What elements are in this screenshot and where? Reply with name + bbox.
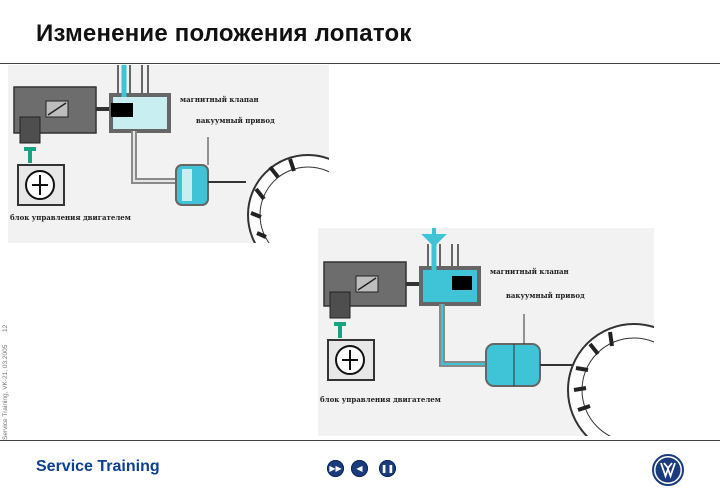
- valve-label: магнитный клапан: [490, 267, 569, 276]
- page-number: 12: [2, 324, 9, 332]
- turbine-vanes: [250, 158, 296, 239]
- footer-divider: [0, 440, 720, 441]
- footer-service-training: Service Training: [36, 458, 160, 475]
- valve-label: магнитный клапан: [180, 95, 259, 104]
- nav-prev-button[interactable]: ◀: [351, 460, 368, 477]
- actuator-label: вакуумный привод: [506, 291, 585, 300]
- signal-connector: [24, 147, 36, 163]
- ecu-label: блок управления двигателем: [320, 395, 441, 404]
- motor-connector: [329, 291, 351, 319]
- ecu-label: блок управления двигателем: [10, 213, 131, 222]
- diagram-bottom: магнитный клапан вакуумный привод блок у…: [318, 228, 654, 436]
- side-meta-text: Service Training, VK-21, 03.2005: [2, 344, 9, 440]
- page-title: Изменение положения лопаток: [36, 20, 412, 47]
- motor-connector: [19, 116, 41, 144]
- header-divider: [0, 63, 720, 64]
- vacuum-actuator: [485, 343, 541, 387]
- turbine-vanes: [573, 331, 614, 412]
- actuator-label: вакуумный привод: [196, 116, 275, 125]
- valve-plunger: [111, 103, 133, 117]
- valve-plunger: [452, 276, 472, 290]
- vw-logo-icon: [652, 454, 684, 486]
- signal-connector: [334, 322, 346, 338]
- diagram-top: магнитный клапан вакуумный привод блок у…: [8, 65, 329, 243]
- nav-pause-button[interactable]: ❚❚: [379, 460, 396, 477]
- nav-first-button[interactable]: ▶▶: [327, 460, 344, 477]
- pressure-arrow-icon: [421, 228, 447, 247]
